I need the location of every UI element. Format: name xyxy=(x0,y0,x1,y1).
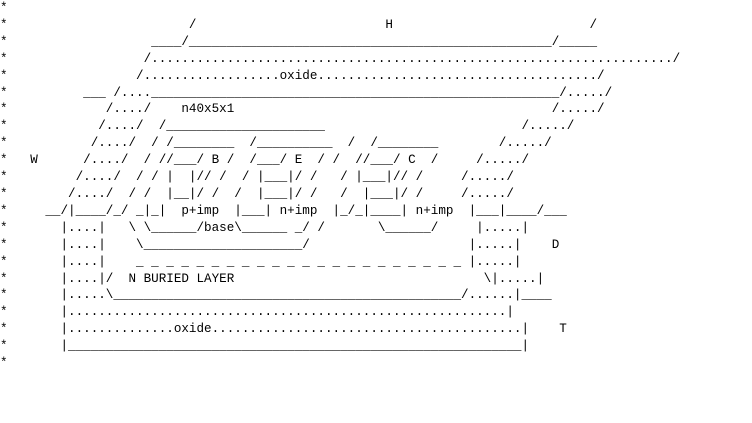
diagram-line: * /..../ /_____________________ /...../ xyxy=(0,119,575,134)
diagram-line: * |....| \_____________________/ |.....|… xyxy=(0,237,560,252)
diagram-line: * /..../ / / |__|/ / / |___|/ / / |___|/… xyxy=(0,186,514,201)
diagram-line: * ___ /...._____________________________… xyxy=(0,85,613,100)
diagram-line: * |..............oxide..................… xyxy=(0,322,567,337)
diagram-line: * xyxy=(0,356,8,371)
diagram-line: * xyxy=(0,1,8,15)
diagram-line: * /..../ / /________ /__________ / /____… xyxy=(0,136,552,151)
diagram-line: * |....|/ N BURIED LAYER \|.....| xyxy=(0,271,545,286)
diagram-line: * |_____________________________________… xyxy=(0,339,530,354)
cross-section-ascii-diagram: * * / H / * ____/_______________________… xyxy=(0,1,681,371)
diagram-line: * /..../ n40x5x1 /...../ xyxy=(0,102,605,117)
diagram-line: * ____/_________________________________… xyxy=(0,34,598,49)
diagram-line: * __/|____/_/ _|_| p+imp |___| n+imp |_/… xyxy=(0,203,567,218)
diagram-line: * / H / xyxy=(0,17,598,32)
diagram-line: * |....| \ \______/base\______ _/ / \___… xyxy=(0,220,530,235)
diagram-line: * /.....................................… xyxy=(0,51,681,66)
diagram-line: * W /..../ / //___/ B / /___/ E / / //__… xyxy=(0,153,530,168)
diagram-line: * /..................oxide..............… xyxy=(0,68,605,83)
diagram-line: * |.....\_______________________________… xyxy=(0,288,552,303)
diagram-line: * /..../ / / | |// / / |___|/ / / |___|/… xyxy=(0,170,514,185)
diagram-line: * |.....................................… xyxy=(0,305,514,320)
diagram-line: * |....| _ _ _ _ _ _ _ _ _ _ _ _ _ _ _ _… xyxy=(0,254,522,269)
